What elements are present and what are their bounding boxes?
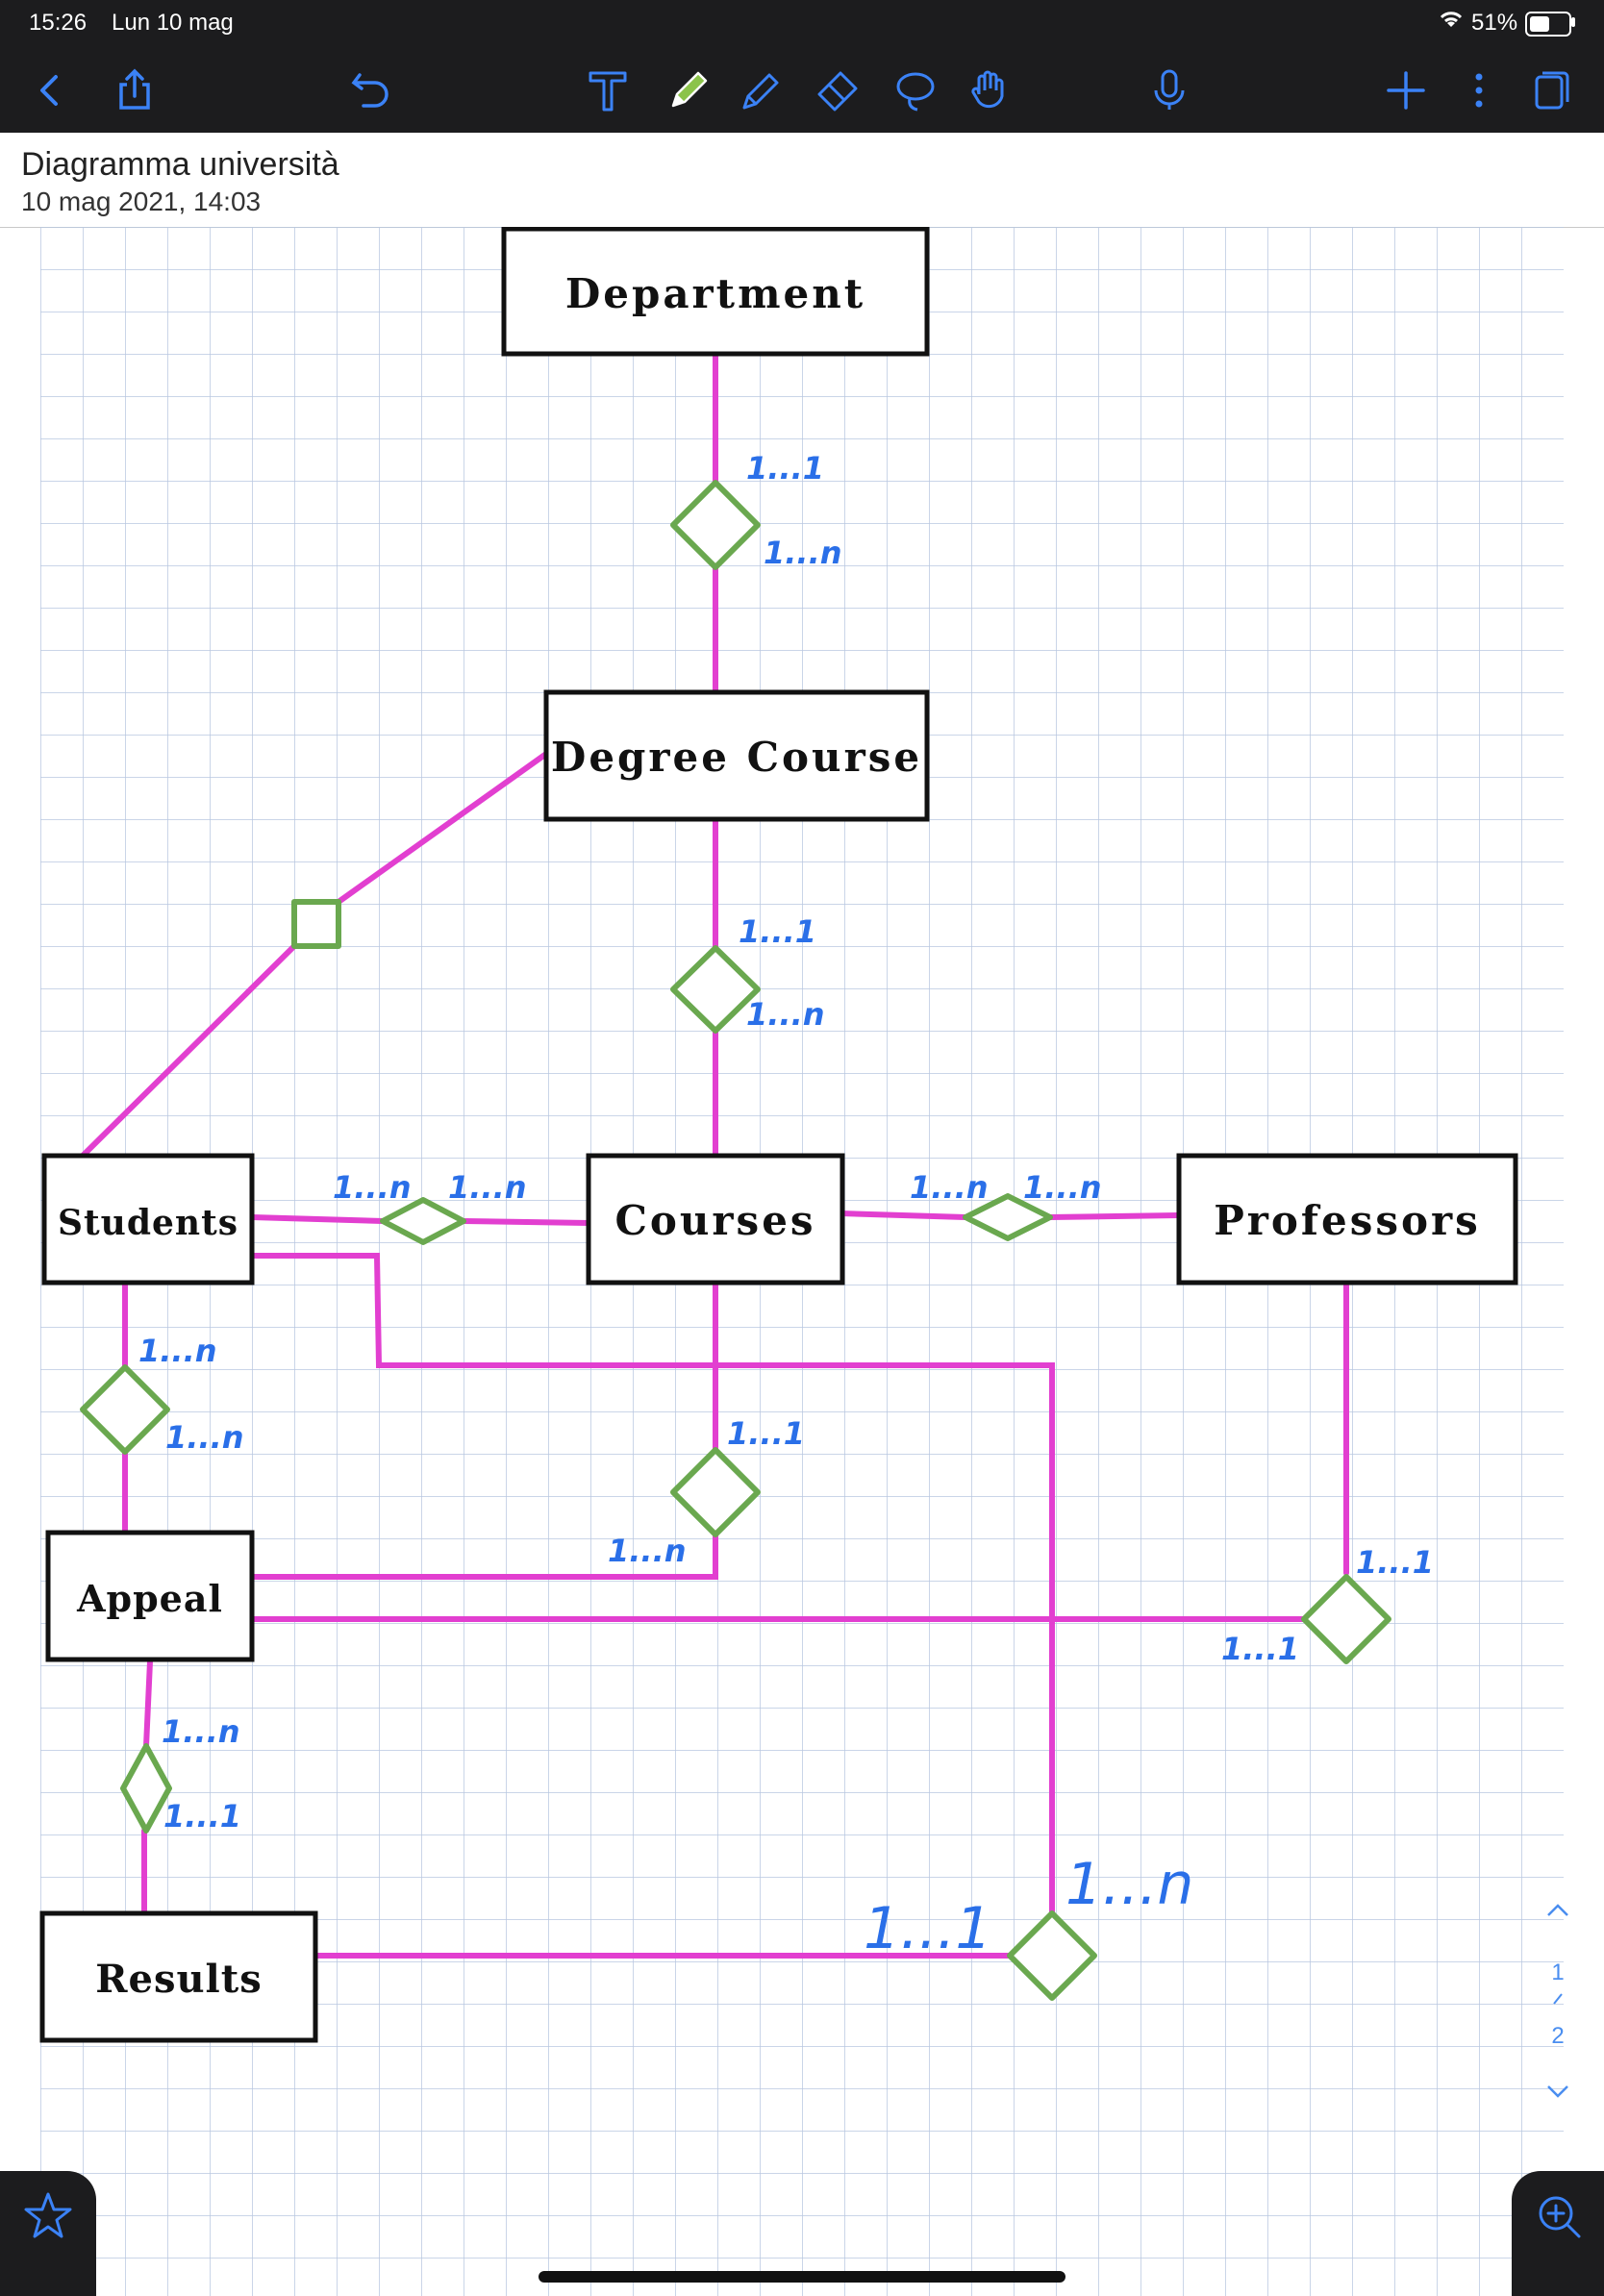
label-results: Results [95, 1957, 262, 2002]
card-cou-prof-left: 1...n [910, 1169, 989, 1206]
entity-appeal[interactable] [45, 1530, 255, 1662]
eraser-tool-icon[interactable] [808, 62, 865, 119]
lasso-tool-icon[interactable] [887, 62, 944, 119]
relationship-degree-courses[interactable] [670, 945, 761, 1034]
toolbar [0, 46, 1604, 133]
card-cou-prof-right: 1...n [1023, 1169, 1102, 1206]
card-res-rel-left: 1...1 [864, 1895, 992, 1962]
wifi-icon [1437, 8, 1466, 37]
label-courses: Courses [614, 1197, 815, 1244]
relationship-students-appeal[interactable] [80, 1364, 170, 1455]
card-stu-app-bottom: 1...n [165, 1419, 244, 1456]
card-deg-bottom: 1...n [746, 996, 825, 1033]
entity-results[interactable] [39, 1910, 318, 2043]
status-bar: 15:26 Lun 10 mag 51% [0, 0, 1604, 46]
back-icon[interactable] [21, 62, 79, 119]
entity-professors[interactable] [1176, 1153, 1518, 1285]
favorite-button[interactable] [0, 2171, 96, 2296]
page-current: 1 [1551, 1959, 1565, 1985]
microphone-icon[interactable] [1140, 62, 1198, 119]
add-page-icon[interactable] [1377, 62, 1435, 119]
card-stu-app-top: 1...n [138, 1333, 217, 1369]
line-appeal-rel4 [143, 1659, 153, 1749]
line-students-results-rel [249, 1253, 1055, 1916]
card-deg-top: 1...1 [739, 913, 816, 950]
card-stu-cou-left: 1...n [333, 1169, 412, 1206]
relationship-professors-appeal[interactable] [1301, 1574, 1391, 1664]
chevron-up-icon[interactable] [1535, 1896, 1581, 1925]
relationship-courses-professors[interactable] [963, 1193, 1053, 1241]
attribute-square[interactable] [291, 899, 341, 949]
relationship-appeal-results[interactable] [120, 1743, 172, 1834]
card-prof-app-bottom: 1...1 [1221, 1631, 1299, 1667]
page-total: 2 [1551, 2023, 1565, 2049]
label-students: Students [58, 1203, 238, 1243]
battery-percent: 51% [1471, 10, 1518, 36]
highlighter-tool-icon[interactable] [731, 62, 789, 119]
battery-icon [1525, 12, 1571, 37]
entity-department[interactable] [501, 227, 930, 357]
entity-degree-course[interactable] [543, 689, 930, 822]
line-courses-rel [838, 1210, 968, 1220]
card-stu-cou-right: 1...n [448, 1169, 527, 1206]
label-appeal: Appeal [76, 1577, 223, 1620]
card-app-res-top: 1...n [162, 1713, 240, 1750]
star-icon [24, 2192, 72, 2238]
undo-icon[interactable] [342, 62, 400, 119]
status-date: Lun 10 mag [112, 10, 234, 36]
card-cou-app-top: 1...1 [727, 1415, 805, 1452]
relationship-dept-degree[interactable] [670, 480, 761, 570]
line-attr-students [80, 943, 297, 1159]
label-department: Department [565, 270, 865, 317]
chevron-down-icon[interactable] [1535, 2077, 1581, 2106]
home-indicator[interactable] [539, 2271, 1065, 2283]
label-professors: Professors [1214, 1197, 1481, 1244]
line-rel-courses2 [461, 1218, 591, 1226]
zoom-in-icon [1539, 2196, 1581, 2238]
document-header: Diagramma università 10 mag 2021, 14:03 [0, 133, 1604, 228]
line-rel-professors [1047, 1212, 1182, 1220]
card-app-res-bottom: 1...1 [163, 1798, 241, 1834]
note-canvas[interactable]: Department Degree Course Students Course… [0, 227, 1604, 2296]
entity-courses[interactable] [586, 1153, 845, 1285]
entity-students[interactable] [41, 1153, 255, 1285]
line-students-rel [249, 1214, 386, 1224]
card-prof-app-top: 1...1 [1356, 1544, 1434, 1581]
hand-tool-icon[interactable] [962, 62, 1019, 119]
pen-tool-icon[interactable] [660, 62, 717, 119]
text-tool-icon[interactable] [579, 62, 637, 119]
share-icon[interactable] [106, 62, 163, 119]
zoom-button[interactable] [1512, 2171, 1604, 2296]
page-separator [1553, 1993, 1563, 2005]
card-dept-top: 1...1 [746, 450, 824, 487]
connectors [80, 351, 1349, 1959]
card-res-rel-right: 1...n [1065, 1851, 1193, 1918]
label-degree-course: Degree Course [551, 734, 922, 781]
document-title[interactable]: Diagramma università [21, 146, 339, 183]
page-indicator[interactable]: 1 2 [1535, 1884, 1581, 2115]
card-cou-app-bottom: 1...n [608, 1533, 687, 1569]
relationship-results-students[interactable] [1007, 1910, 1097, 2001]
entities [39, 227, 1518, 2043]
line-rel-appeal2 [249, 1530, 718, 1580]
card-dept-bottom: 1...n [764, 535, 842, 571]
line-degree-attr [336, 751, 549, 905]
diagram: Department Degree Course Students Course… [39, 227, 1564, 2296]
document-date: 10 mag 2021, 14:03 [21, 187, 262, 216]
relationship-students-courses[interactable] [380, 1197, 466, 1245]
pages-icon[interactable] [1523, 62, 1581, 119]
status-time: 15:26 [29, 10, 88, 36]
relationships [80, 480, 1391, 2001]
relationship-courses-appeal[interactable] [670, 1447, 761, 1537]
more-icon[interactable] [1450, 62, 1508, 119]
